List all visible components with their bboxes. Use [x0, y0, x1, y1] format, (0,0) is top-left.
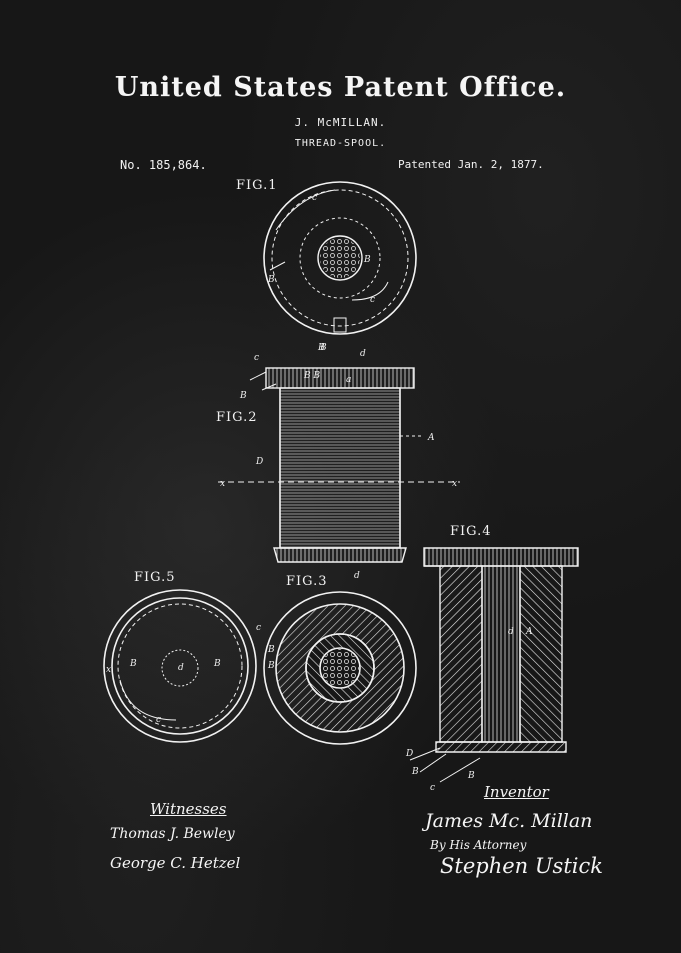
svg-text:B: B — [267, 645, 275, 655]
svg-text:c: c — [430, 783, 435, 793]
svg-text:c: c — [370, 295, 375, 305]
witnesses-heading: Witnesses — [150, 800, 227, 818]
inventor-signature: James Mc. Millan — [425, 810, 593, 832]
attorney-signature: Stephen Ustick — [440, 854, 603, 878]
witness-1-signature: Thomas J. Bewley — [110, 826, 235, 842]
svg-text:D: D — [255, 457, 263, 467]
svg-text:d: d — [178, 663, 184, 673]
svg-text:d: d — [360, 349, 366, 359]
fig5-label: FIG.5 — [134, 570, 176, 585]
svg-text:c: c — [312, 193, 317, 203]
svg-text:c: c — [254, 353, 259, 363]
fig2-label: FIG.2 — [216, 410, 258, 425]
patent-number: No. 185,864. — [120, 158, 207, 172]
svg-text:c: c — [156, 715, 161, 725]
fig5-bottom-view — [103, 589, 257, 743]
patent-date: Patented Jan. 2, 1877. — [398, 158, 544, 171]
svg-text:B: B — [363, 255, 371, 265]
svg-text:d: d — [354, 571, 360, 581]
fig2-side-view — [218, 367, 460, 563]
witness-2-signature: George C. Hetzel — [110, 854, 241, 872]
inventor-name: J. McMILLAN. — [294, 116, 387, 129]
svg-text:B: B — [319, 343, 327, 353]
svg-text:A: A — [427, 433, 435, 443]
svg-text:x: x — [106, 665, 111, 675]
fig1-top-view — [263, 181, 417, 335]
fig3-cross-section — [263, 591, 417, 745]
patent-office-title: United States Patent Office. — [114, 72, 567, 103]
svg-text:B: B — [267, 661, 275, 671]
svg-text:B: B — [467, 771, 475, 781]
svg-text:B: B — [267, 275, 275, 285]
svg-text:D: D — [405, 749, 413, 759]
inventor-heading: Inventor — [484, 783, 549, 801]
fig4-label: FIG.4 — [450, 524, 492, 539]
invention-title: THREAD-SPOOL. — [294, 138, 387, 149]
svg-text:a: a — [346, 375, 351, 385]
svg-text:x: x — [452, 479, 457, 489]
svg-text:B: B — [213, 659, 221, 669]
svg-text:A: A — [525, 627, 533, 637]
svg-text:B: B — [129, 659, 137, 669]
svg-text:d: d — [508, 627, 514, 637]
svg-text:x: x — [220, 479, 225, 489]
attorney-line: By His Attorney — [430, 838, 527, 852]
svg-text:B: B — [317, 343, 325, 353]
svg-text:c: c — [256, 623, 261, 633]
fig1-label: FIG.1 — [236, 178, 278, 193]
svg-text:B: B — [239, 391, 247, 401]
svg-text:B B: B B — [303, 371, 320, 381]
svg-text:B: B — [411, 767, 419, 777]
fig4-vertical-section — [409, 547, 579, 783]
fig3-label: FIG.3 — [286, 574, 328, 589]
